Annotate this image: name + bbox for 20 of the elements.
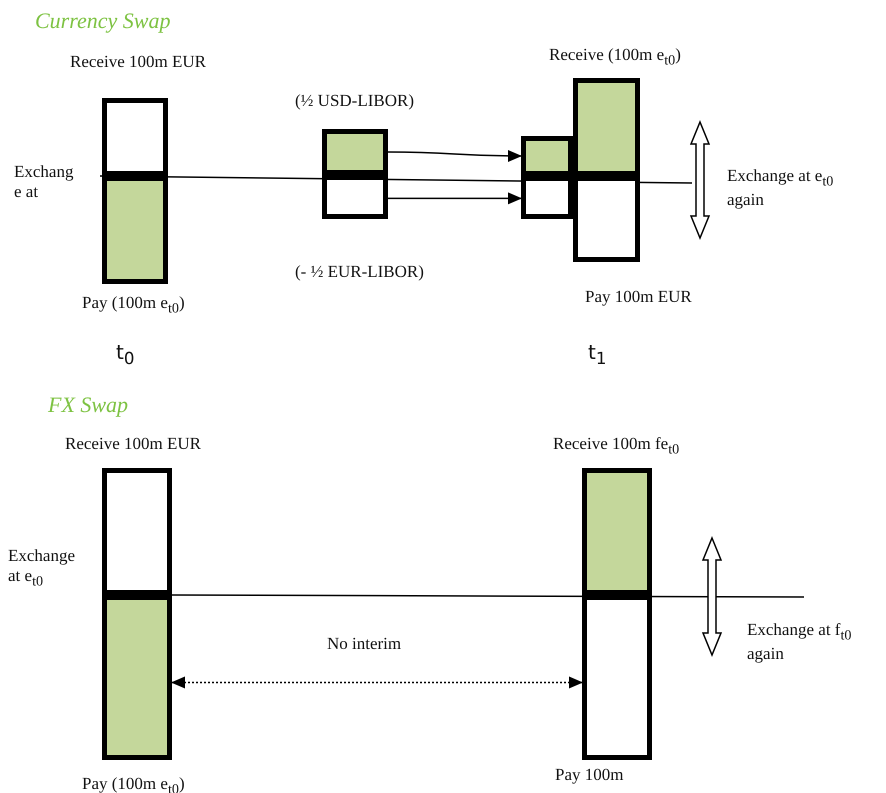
note-text: Exchange at e$_{t0}$ (8, 546, 76, 591)
cash-flow-label: Receive 100m EUR (65, 434, 201, 454)
arrow (388, 150, 522, 162)
cash-flow-label: Receive (100m e$_{t0}$) (549, 45, 681, 70)
dotted-arrow (171, 676, 583, 688)
cash-flow-label: Pay 100m EUR (585, 287, 692, 308)
section-title: Currency Swap (35, 8, 170, 34)
cash-flow-label: Pay (100m e$_{t0}$) (82, 293, 185, 318)
cash-flow-label: (½ USD-LIBOR) (295, 91, 414, 112)
time-label: t$_{1}$ (588, 340, 606, 369)
note-text: Exchange at e$_{t0}$ again (727, 166, 834, 211)
time-label: t$_{0}$ (116, 340, 134, 369)
cash-flow-label: Pay 100m (555, 765, 624, 786)
note-text: Exchange at (14, 162, 74, 203)
cash-flow-label: Receive 100m fe$_{t0}$ (553, 434, 680, 458)
note-text: Exchange at f$_{t0}$ again (747, 620, 852, 665)
arrow (388, 192, 522, 204)
section-title: FX Swap (48, 392, 128, 418)
cash-flow-label: Receive 100m EUR (70, 52, 206, 72)
cash-flow-label: (- ½ EUR-LIBOR) (295, 262, 424, 282)
